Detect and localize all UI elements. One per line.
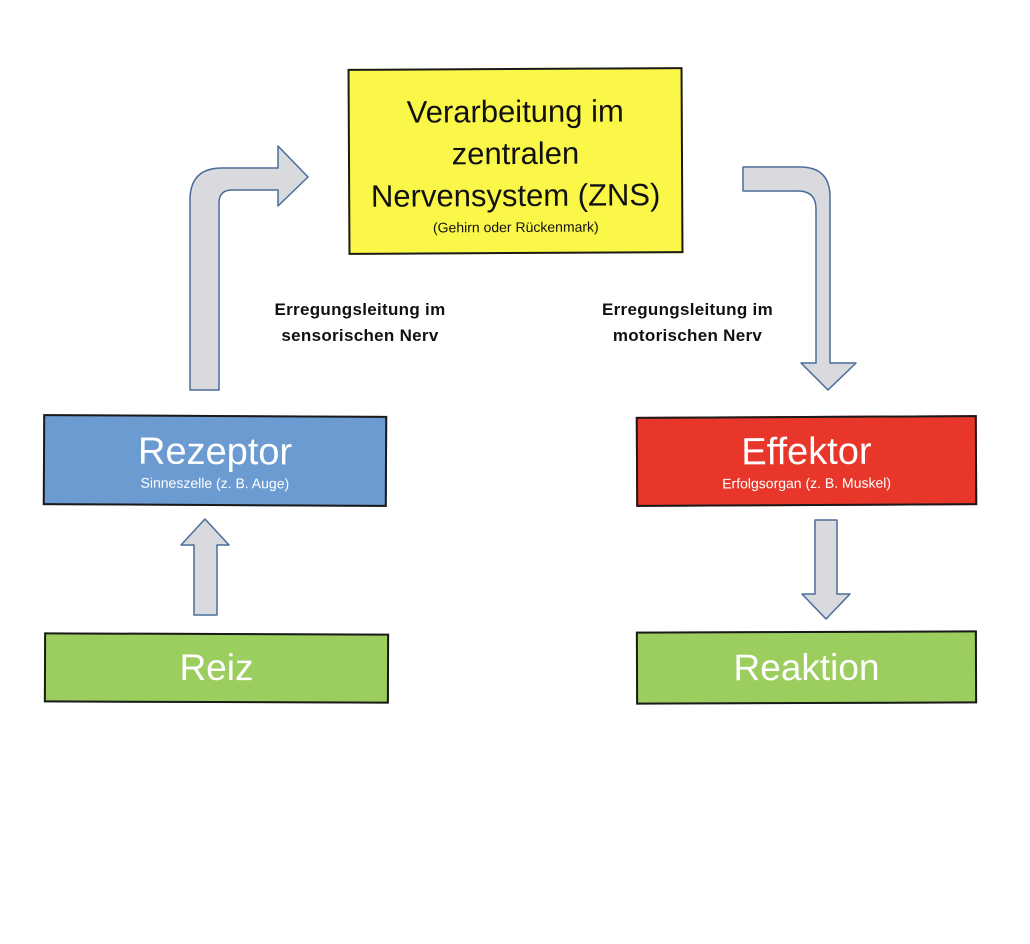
rezeptor-subtitle: Sinneszelle (z. B. Auge) xyxy=(140,474,290,491)
arrow-rezeptor-to-zns xyxy=(189,145,309,391)
sensory-label-line1: Erregungsleitung im xyxy=(274,300,446,319)
sensory-label-line2: sensorischen Nerv xyxy=(281,326,439,345)
motor-label-line1: Erregungsleitung im xyxy=(602,300,773,319)
effektor-subtitle: Erfolgsorgan (z. B. Muskel) xyxy=(722,474,892,492)
zns-title: Verarbeitung im zentralen Nervensystem (… xyxy=(370,86,661,218)
zns-title-line1: Verarbeitung im xyxy=(406,93,624,130)
zns-title-line2: zentralen xyxy=(451,135,580,172)
arrow-zns-to-effektor xyxy=(742,166,857,391)
arrow-effektor-to-reaktion xyxy=(801,519,851,620)
node-zns: Verarbeitung im zentralen Nervensystem (… xyxy=(347,67,684,255)
motor-label-line2: motorischen Nerv xyxy=(612,326,763,345)
sensory-nerve-label: Erregungsleitung im sensorischen Nerv xyxy=(255,297,465,349)
node-rezeptor: Rezeptor Sinneszelle (z. B. Auge) xyxy=(42,414,388,507)
rezeptor-title: Rezeptor xyxy=(137,430,293,473)
node-reiz: Reiz xyxy=(43,632,390,704)
node-reaktion: Reaktion xyxy=(635,630,978,705)
effektor-title: Effektor xyxy=(741,430,872,474)
node-effektor: Effektor Erfolgsorgan (z. B. Muskel) xyxy=(635,415,978,507)
zns-title-line3: Nervensystem (ZNS) xyxy=(370,177,661,214)
zns-subtitle: (Gehirn oder Rückenmark) xyxy=(432,218,599,236)
motor-nerve-label: Erregungsleitung im motorischen Nerv xyxy=(580,297,795,349)
arrow-reiz-to-rezeptor xyxy=(180,518,230,616)
reiz-title: Reiz xyxy=(179,646,254,689)
reaktion-title: Reaktion xyxy=(733,646,880,688)
